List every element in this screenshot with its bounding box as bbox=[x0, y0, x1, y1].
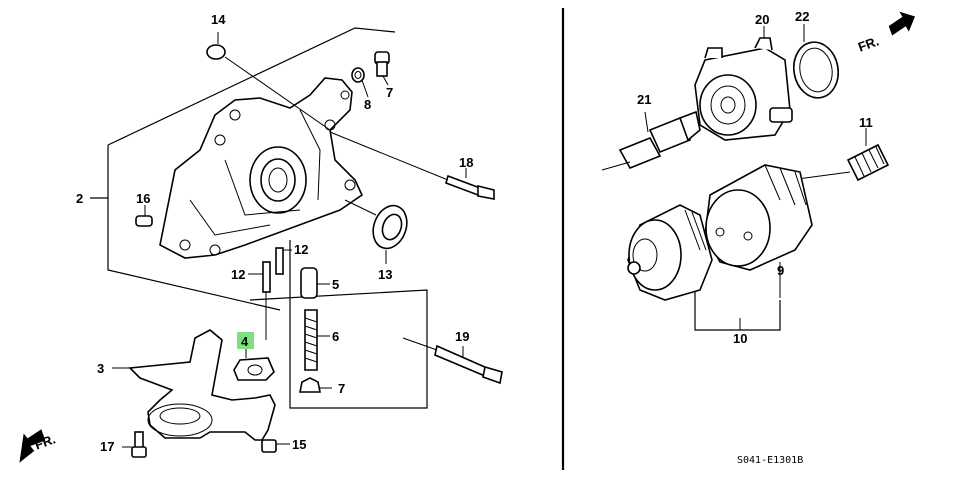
callout-12-lower[interactable]: 12 bbox=[231, 267, 245, 282]
callout-3[interactable]: 3 bbox=[97, 361, 104, 376]
oil-pressure-switch bbox=[601, 110, 701, 171]
callout-11[interactable]: 11 bbox=[859, 115, 873, 130]
relief-valve-parts bbox=[299, 267, 332, 393]
bolt-18 bbox=[329, 131, 495, 200]
oil-filter-element bbox=[704, 164, 813, 298]
front-direction-arrow-bottom bbox=[19, 429, 46, 463]
callout-8[interactable]: 8 bbox=[364, 97, 371, 112]
part-4-highlight bbox=[237, 332, 254, 349]
front-direction-arrow-top bbox=[888, 11, 916, 36]
bolt-17 bbox=[122, 431, 147, 458]
callout-6[interactable]: 6 bbox=[332, 329, 339, 344]
callout-4[interactable]: 4 bbox=[241, 334, 249, 349]
callout-22[interactable]: 22 bbox=[795, 9, 809, 24]
threaded-pipe bbox=[789, 128, 890, 182]
callout-21[interactable]: 21 bbox=[637, 92, 651, 107]
bolt-19 bbox=[402, 337, 503, 385]
callout-20[interactable]: 20 bbox=[755, 12, 769, 27]
gasket-4 bbox=[233, 349, 275, 381]
callout-2[interactable]: 2 bbox=[76, 191, 83, 206]
callout-5[interactable]: 5 bbox=[332, 277, 339, 292]
fr-label-bottom: FR. bbox=[33, 431, 58, 452]
callout-7-top[interactable]: 7 bbox=[386, 85, 393, 100]
o-ring-14 bbox=[206, 32, 331, 131]
oil-pump-body bbox=[159, 77, 364, 259]
callout-16[interactable]: 16 bbox=[136, 191, 150, 206]
o-ring-22 bbox=[792, 24, 840, 99]
fr-label-top: FR. bbox=[856, 33, 881, 54]
callout-12-upper[interactable]: 12 bbox=[294, 242, 308, 257]
callout-15[interactable]: 15 bbox=[292, 437, 306, 452]
callout-18[interactable]: 18 bbox=[459, 155, 473, 170]
oil-cooler bbox=[694, 26, 793, 141]
callout-19[interactable]: 19 bbox=[455, 329, 469, 344]
callout-7-bottom[interactable]: 7 bbox=[338, 381, 345, 396]
nut-15 bbox=[261, 439, 290, 453]
callout-14[interactable]: 14 bbox=[211, 12, 226, 27]
callout-13[interactable]: 13 bbox=[378, 267, 392, 282]
callout-9[interactable]: 9 bbox=[777, 263, 784, 278]
callout-10[interactable]: 10 bbox=[733, 331, 747, 346]
drawing-code: S041-E1301B bbox=[737, 455, 803, 466]
washer-and-plug-top bbox=[351, 51, 390, 98]
relief-valve-frame bbox=[249, 240, 428, 409]
callout-17[interactable]: 17 bbox=[100, 439, 114, 454]
oil-filter-assembly bbox=[627, 204, 781, 331]
dowel-pin bbox=[135, 205, 153, 227]
pin-12 bbox=[248, 247, 292, 340]
oil-seal bbox=[344, 199, 408, 264]
pump-assembly-bracket bbox=[90, 27, 396, 311]
